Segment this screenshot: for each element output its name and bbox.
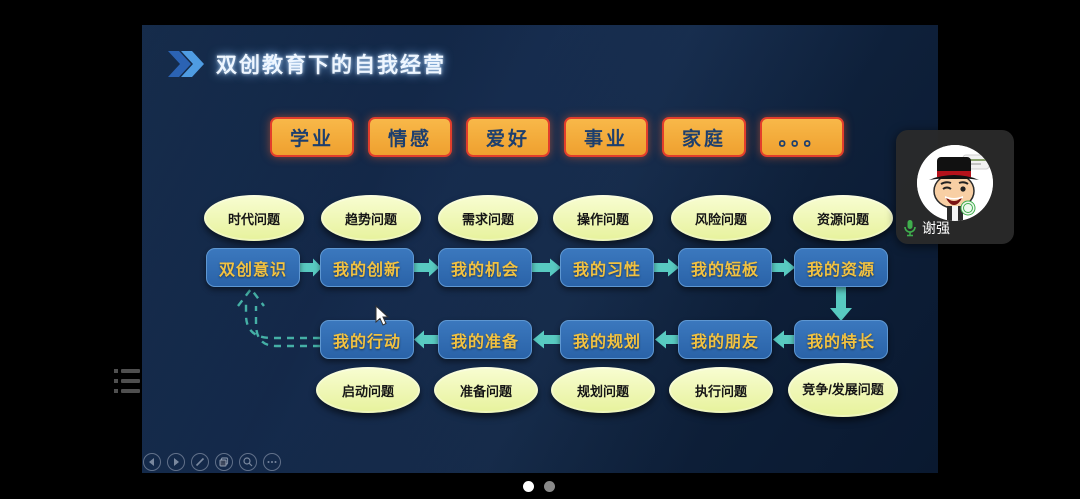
pen-icon	[195, 457, 205, 467]
previous-slide-icon	[149, 458, 154, 466]
problem-competition-development: 竞争/发展问题	[788, 363, 898, 417]
double-chevron-icon	[168, 51, 204, 77]
previous-slide-button[interactable]	[143, 453, 161, 471]
presentation-slide: 双创教育下的自我经营 学业 情感 爱好 事业 家庭 。。。 时代问题 趋势问题 …	[142, 25, 938, 473]
node-my-action: 我的行动	[320, 320, 414, 359]
slides-panel-icon	[219, 457, 229, 467]
problem-execution: 执行问题	[669, 367, 773, 413]
list-icon	[114, 369, 140, 373]
problem-prepare: 准备问题	[434, 367, 538, 413]
slides-panel-button[interactable]	[215, 453, 233, 471]
node-my-habits: 我的习性	[560, 248, 654, 287]
problem-demand: 需求问题	[438, 195, 538, 241]
problem-trend: 趋势问题	[321, 195, 421, 241]
mouse-cursor	[375, 305, 390, 326]
node-my-innovation: 我的创新	[320, 248, 414, 287]
page-dot-1[interactable]	[523, 481, 534, 492]
node-my-opportunity: 我的机会	[438, 248, 532, 287]
more-tools-button[interactable]	[263, 453, 281, 471]
node-my-plan: 我的规划	[560, 320, 654, 359]
zoom-button[interactable]	[239, 453, 257, 471]
pen-button[interactable]	[191, 453, 209, 471]
problem-operation: 操作问题	[553, 195, 653, 241]
category-career: 事业	[564, 117, 648, 157]
next-slide-button[interactable]	[167, 453, 185, 471]
participant-video-tile[interactable]: 谢强	[896, 130, 1014, 244]
problem-resource: 资源问题	[793, 195, 893, 241]
more-icon	[267, 461, 277, 463]
category-emotion: 情感	[368, 117, 452, 157]
presentation-toolbar	[143, 453, 281, 471]
next-slide-icon	[174, 458, 179, 466]
slide-title-row: 双创教育下的自我经营	[168, 49, 446, 79]
node-my-resources: 我的资源	[794, 248, 888, 287]
node-my-weakness: 我的短板	[678, 248, 772, 287]
node-my-strengths: 我的特长	[794, 320, 888, 359]
avatar	[917, 145, 993, 221]
page-indicator	[523, 481, 555, 492]
node-innovation-awareness: 双创意识	[206, 248, 300, 287]
category-row: 学业 情感 爱好 事业 家庭 。。。	[270, 117, 844, 157]
node-my-readiness: 我的准备	[438, 320, 532, 359]
participant-name: 谢强	[922, 220, 950, 236]
category-family: 家庭	[662, 117, 746, 157]
category-hobby: 爱好	[466, 117, 550, 157]
category-more: 。。。	[760, 117, 844, 157]
problem-planning: 规划问题	[551, 367, 655, 413]
problem-risk: 风险问题	[671, 195, 771, 241]
page-title: 双创教育下的自我经营	[216, 54, 446, 77]
participant-name-row: 谢强	[903, 218, 950, 238]
node-my-friends: 我的朋友	[678, 320, 772, 359]
slide-list-button[interactable]	[112, 366, 142, 396]
problem-era: 时代问题	[204, 195, 304, 241]
microphone-on-icon	[904, 220, 916, 237]
problem-startup: 启动问题	[316, 367, 420, 413]
page-dot-2[interactable]	[544, 481, 555, 492]
zoom-icon	[243, 457, 253, 467]
category-study: 学业	[270, 117, 354, 157]
